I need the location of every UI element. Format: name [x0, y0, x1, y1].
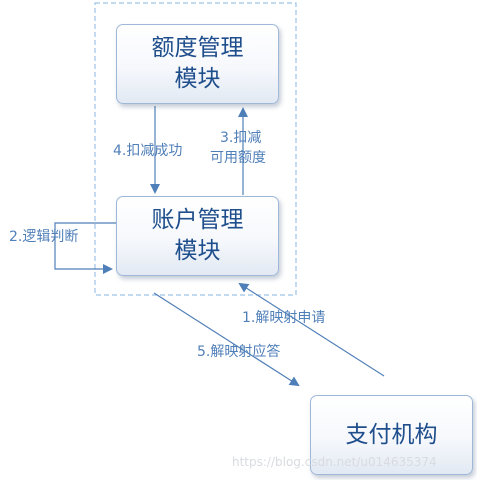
- node-account-module-line2: 模块: [174, 238, 221, 264]
- node-quota-module-line2: 模块: [174, 66, 221, 92]
- label-unmap-request: 1.解映射申请: [242, 310, 326, 326]
- node-payment-org: 支付机构: [310, 395, 473, 475]
- label-deduct-quota-line2: 可用额度: [210, 150, 266, 166]
- node-payment-org-label: 支付机构: [345, 421, 438, 448]
- label-unmap-response: 5.解映射应答: [197, 344, 281, 360]
- node-quota-module-line1: 额度管理: [151, 35, 244, 61]
- arrow-unmap-request: [238, 282, 385, 377]
- node-account-module-line1: 账户管理: [151, 207, 244, 233]
- system-boundary: [94, 2, 297, 296]
- node-account-module: 账户管理 模块: [116, 196, 279, 276]
- label-deduct-success: 4.扣减成功: [113, 143, 183, 159]
- watermark: https://blog.csdn.net/u014635374: [232, 455, 437, 469]
- label-deduct-quota-line1: 3.扣减: [220, 130, 262, 146]
- arrow-unmap-response: [153, 292, 300, 387]
- arrow-logic-judge: [54, 222, 116, 274]
- label-logic-judge: 2.逻辑判断: [9, 229, 79, 245]
- node-quota-module: 额度管理 模块: [116, 24, 279, 104]
